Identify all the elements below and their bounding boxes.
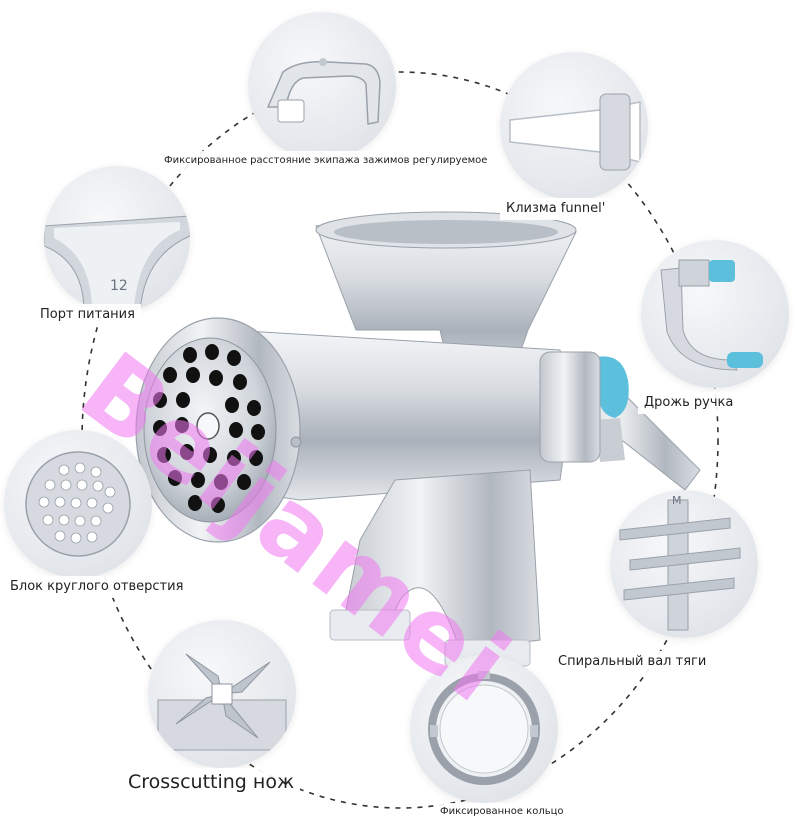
clamp-icon — [266, 58, 381, 125]
crank-handle-icon — [660, 259, 763, 371]
callout-handle — [641, 240, 789, 388]
spiral-marking: M — [672, 494, 682, 507]
label-crosscutting-knife: Crosscutting нож — [122, 768, 301, 797]
spiral-shaft-icon — [619, 499, 741, 631]
hole-plate-icon — [25, 451, 131, 557]
sausage-funnel-icon — [509, 93, 641, 171]
label-handle: Дрожь ручка — [638, 392, 740, 414]
feed-port-marking: 12 — [110, 278, 128, 294]
label-spiral-shaft: Спиральный вал тяги — [552, 651, 713, 673]
callout-feed-port: 12 — [44, 166, 190, 312]
label-fixed-ring: Фиксированное кольцо — [434, 803, 570, 821]
callout-funnel — [500, 52, 648, 200]
callout-spiral-shaft: M — [610, 490, 758, 638]
label-clamp-distance: Фиксированное расстояние экипажа зажимов… — [158, 151, 494, 171]
callout-knife — [148, 620, 296, 768]
callout-fixed-ring — [410, 655, 558, 803]
cross-knife-icon — [157, 653, 287, 751]
callout-clamp — [248, 12, 396, 160]
label-round-hole-block: Блок круглого отверстия — [4, 576, 190, 598]
label-feed-port: Порт питания — [34, 304, 141, 326]
label-funnel: Клизма funnel' — [500, 198, 612, 220]
callout-round-hole-block — [4, 430, 152, 578]
fixed-ring-icon — [428, 671, 540, 785]
